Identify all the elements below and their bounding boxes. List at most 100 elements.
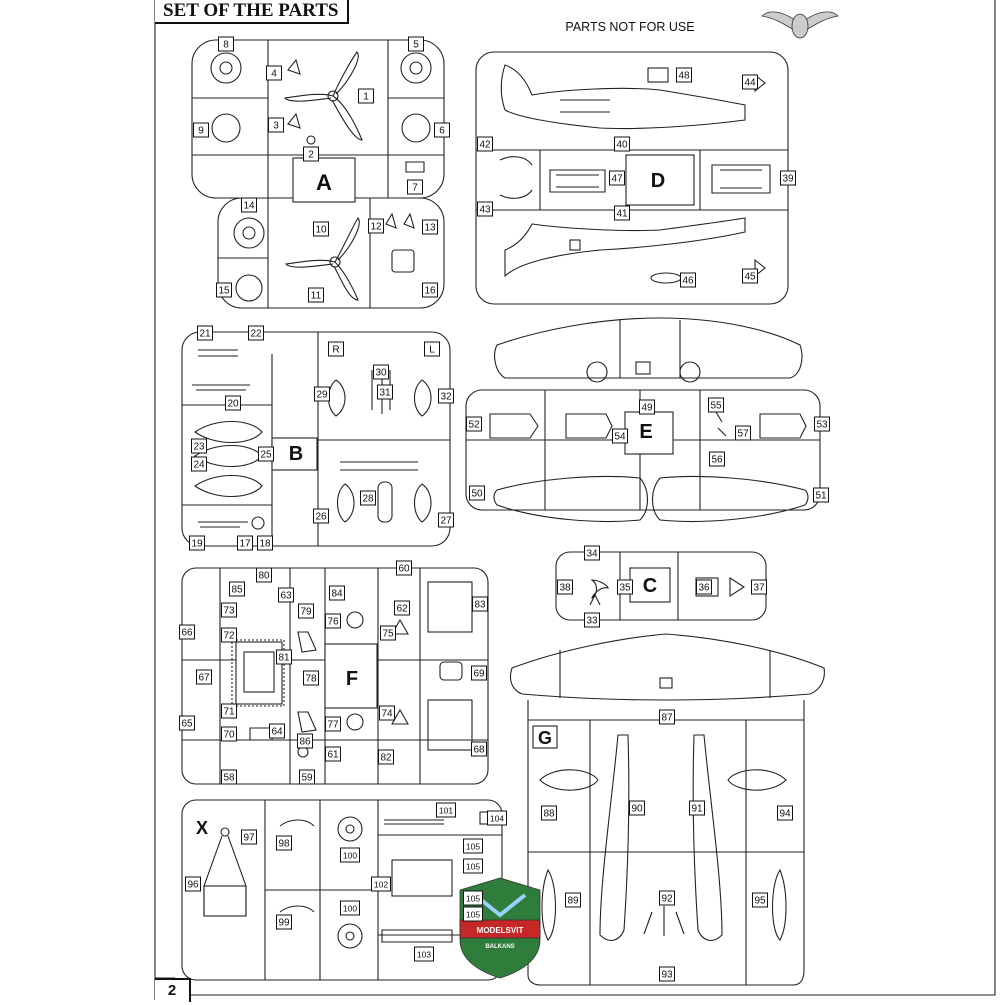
sprue-x-frame: [181, 799, 503, 981]
svg-text:105: 105: [466, 910, 480, 920]
sprue-c-frame: [555, 551, 767, 621]
part-label-59: 59: [299, 769, 315, 785]
svg-text:50: 50: [471, 489, 483, 500]
part-label-43: 43: [477, 201, 493, 217]
part-label-73: 73: [221, 602, 237, 618]
svg-text:32: 32: [440, 392, 452, 403]
svg-text:15: 15: [218, 286, 230, 297]
part-label-105: 105: [463, 890, 483, 906]
part-label-66: 66: [179, 624, 195, 640]
part-label-41: 41: [614, 205, 630, 221]
part-label-53: 53: [814, 416, 830, 432]
svg-text:19: 19: [191, 539, 203, 550]
svg-text:24: 24: [193, 460, 205, 471]
svg-text:105: 105: [466, 894, 480, 904]
sprue-b-frame: [181, 331, 451, 547]
part-label-52: 52: [466, 416, 482, 432]
svg-text:41: 41: [616, 209, 628, 220]
svg-text:76: 76: [327, 617, 339, 628]
sprue-letter-c: C: [643, 575, 657, 597]
svg-text:8: 8: [223, 40, 229, 51]
part-label-18: 18: [257, 535, 273, 551]
svg-text:62: 62: [396, 604, 408, 615]
svg-text:87: 87: [661, 713, 673, 724]
svg-text:59: 59: [301, 773, 313, 784]
svg-text:R: R: [332, 345, 339, 356]
svg-text:9: 9: [198, 126, 204, 137]
svg-text:101: 101: [439, 806, 453, 816]
svg-text:33: 33: [586, 616, 598, 627]
svg-text:38: 38: [559, 583, 571, 594]
svg-text:37: 37: [753, 583, 765, 594]
svg-text:80: 80: [258, 571, 270, 582]
part-label-105: 105: [463, 858, 483, 874]
part-label-98: 98: [276, 835, 292, 851]
svg-text:86: 86: [299, 737, 311, 748]
part-label-62: 62: [394, 600, 410, 616]
part-label-13: 13: [422, 219, 438, 235]
part-label-12: 12: [368, 218, 384, 234]
svg-text:57: 57: [737, 429, 749, 440]
part-label-71: 71: [221, 703, 237, 719]
svg-text:105: 105: [466, 862, 480, 872]
part-label-27: 27: [438, 512, 454, 528]
svg-text:104: 104: [490, 814, 504, 824]
page-title: SET OF THE PARTS: [155, 0, 349, 24]
part-label-33: 33: [584, 612, 600, 628]
part-label-29: 29: [314, 386, 330, 402]
note-parts-not-for-use: PARTS NOT FOR USE: [565, 20, 695, 34]
part-label-74: 74: [379, 705, 395, 721]
part-label-54: 54: [612, 428, 628, 444]
part-label-100: 100: [340, 847, 360, 863]
part-label-16: 16: [422, 282, 438, 298]
part-label-L: L: [424, 341, 440, 357]
svg-text:52: 52: [468, 420, 480, 431]
sprue-letter-f: F: [346, 668, 358, 690]
part-label-R: R: [328, 341, 344, 357]
svg-text:26: 26: [315, 512, 327, 523]
part-label-22: 22: [248, 325, 264, 341]
part-label-23: 23: [191, 438, 207, 454]
svg-text:82: 82: [380, 753, 392, 764]
part-label-99: 99: [276, 914, 292, 930]
part-label-28: 28: [360, 490, 376, 506]
svg-text:64: 64: [271, 727, 283, 738]
svg-text:47: 47: [611, 174, 623, 185]
part-label-55: 55: [708, 397, 724, 413]
sprue-letter-a: A: [316, 170, 332, 195]
svg-text:28: 28: [362, 494, 374, 505]
part-label-40: 40: [614, 136, 630, 152]
svg-text:70: 70: [223, 730, 235, 741]
logo-subtext: BALKANS: [485, 944, 514, 950]
part-label-26: 26: [313, 508, 329, 524]
svg-text:94: 94: [779, 809, 791, 820]
part-label-32: 32: [438, 388, 454, 404]
logo-text: MODELSVIT: [477, 926, 524, 935]
part-label-24: 24: [191, 456, 207, 472]
tailplane-g: [509, 633, 825, 701]
sprue-letter-d: D: [651, 170, 665, 192]
part-label-10: 10: [313, 221, 329, 237]
propeller-part-10: [284, 217, 360, 301]
svg-text:4: 4: [271, 69, 277, 80]
svg-text:49: 49: [641, 403, 653, 414]
svg-text:79: 79: [300, 607, 312, 618]
part-label-82: 82: [378, 749, 394, 765]
sprue-f-frame: [181, 567, 489, 785]
part-label-47: 47: [609, 170, 625, 186]
part-label-17: 17: [237, 535, 253, 551]
sprue-letter-b: B: [289, 443, 303, 465]
part-label-7: 7: [407, 179, 423, 195]
sprue-letter-x: X: [196, 818, 208, 838]
svg-text:2: 2: [308, 150, 314, 161]
upper-wing-e: [494, 317, 803, 383]
part-label-6: 6: [434, 122, 450, 138]
sprue-letter-g: G: [538, 728, 552, 748]
svg-text:63: 63: [280, 591, 292, 602]
part-label-2: 2: [303, 146, 319, 162]
sprue-d-frame: [475, 51, 789, 305]
part-label-93: 93: [659, 966, 675, 982]
part-label-51: 51: [813, 487, 829, 503]
part-label-56: 56: [709, 451, 725, 467]
svg-text:88: 88: [543, 809, 555, 820]
